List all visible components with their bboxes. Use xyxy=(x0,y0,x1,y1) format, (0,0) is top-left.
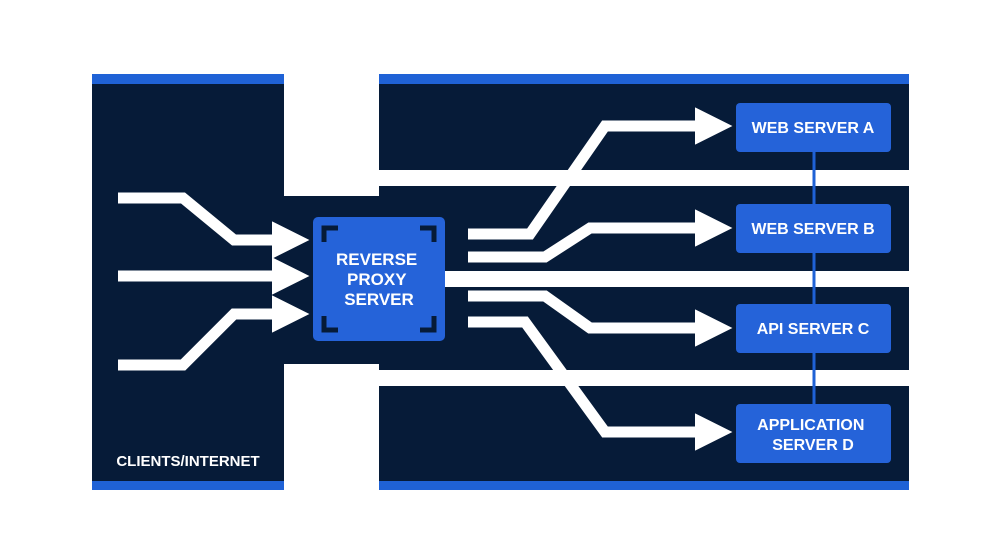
left-panel-top-accent xyxy=(92,74,284,84)
lane-divider-2 xyxy=(379,271,909,287)
outgoing-arrow-a xyxy=(468,107,733,240)
server-d-label-line-2: SERVER D xyxy=(772,437,854,454)
svg-text:API SERVER C: API SERVER C xyxy=(757,321,870,338)
proxy-label-line-1: REVERSE xyxy=(336,250,417,269)
svg-text:REVERSE PROXY SERV: REVERSE PROXY SERVER xyxy=(336,250,422,309)
proxy-label-line-2: PROXY xyxy=(347,270,407,289)
outgoing-arrow-d xyxy=(468,316,733,451)
outgoing-arrow-c xyxy=(468,290,733,347)
svg-text:WEB SERVER A: WEB SERVER A xyxy=(752,120,875,137)
outgoing-arrow-b xyxy=(468,209,733,263)
clients-internet-label: CLIENTS/INTERNET xyxy=(116,453,259,470)
server-box-a: WEB SERVER A xyxy=(736,103,891,152)
server-c-label: API SERVER C xyxy=(757,321,870,338)
lane-divider-3 xyxy=(379,370,909,386)
proxy-corner-brackets xyxy=(321,225,437,333)
svg-text:APPLICATION SERVER D: APPLICATION SERVER D xyxy=(757,417,869,454)
left-panel xyxy=(92,74,284,490)
server-a-label: WEB SERVER A xyxy=(752,120,875,137)
right-panel-bottom-accent xyxy=(379,481,909,490)
server-box-d: APPLICATION SERVER D xyxy=(736,404,891,463)
left-panel-bottom-accent xyxy=(92,481,284,490)
incoming-arrow-3 xyxy=(118,295,310,371)
proxy-label-line-3: SERVER xyxy=(344,290,414,309)
outgoing-arrows xyxy=(468,107,733,451)
svg-text:WEB SERVER B: WEB SERVER B xyxy=(751,221,874,238)
server-d-label-line-1: APPLICATION xyxy=(757,417,864,434)
right-panel-top-accent xyxy=(379,74,909,84)
server-box-c: API SERVER C xyxy=(736,304,891,353)
incoming-arrow-1 xyxy=(118,192,310,259)
incoming-arrows xyxy=(118,192,310,371)
lane-divider-1 xyxy=(379,170,909,186)
proxy-box-bg xyxy=(313,217,445,341)
server-b-label: WEB SERVER B xyxy=(751,221,874,238)
server-box-b: WEB SERVER B xyxy=(736,204,891,253)
reverse-proxy-box: REVERSE PROXY SERVER xyxy=(313,217,445,341)
